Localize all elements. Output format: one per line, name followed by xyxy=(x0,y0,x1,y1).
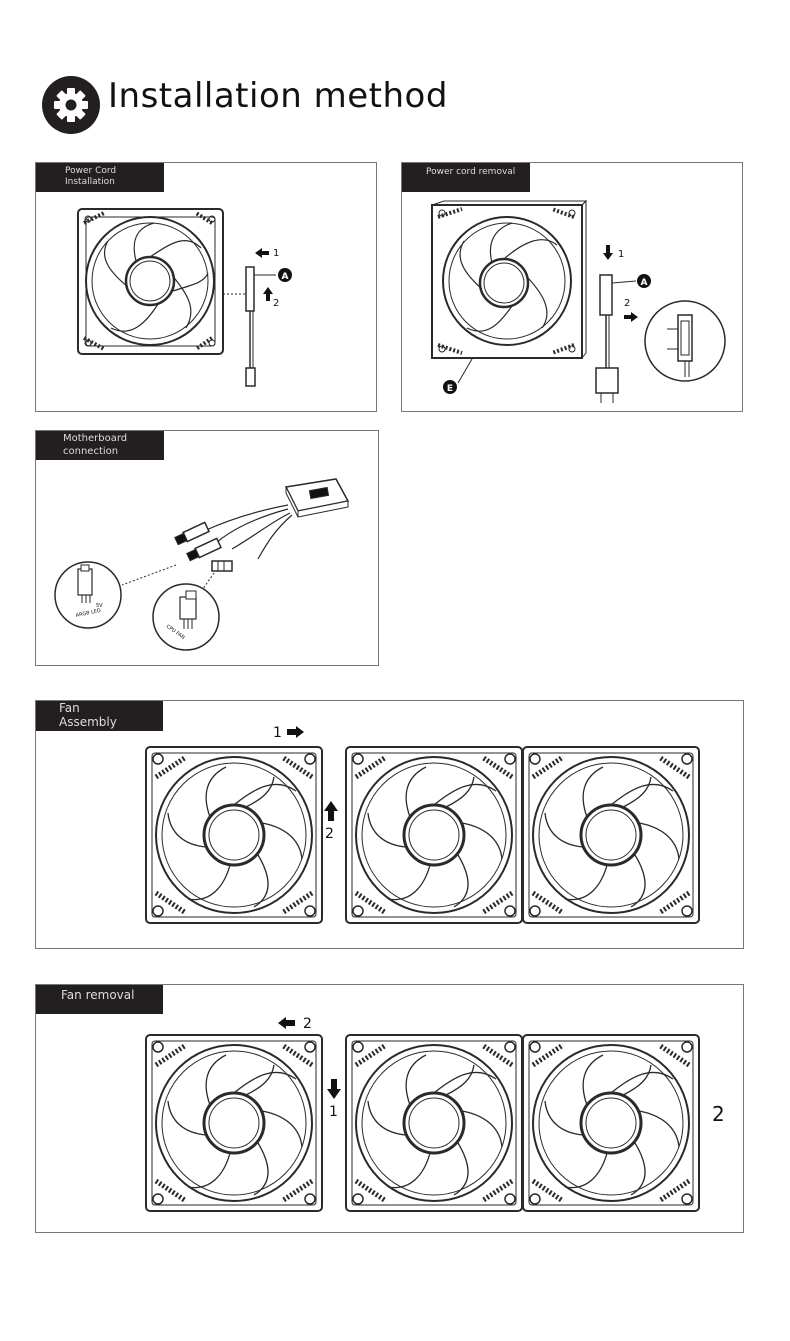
fan-illustration xyxy=(431,199,588,359)
panel-motherboard-connection: Motherboard connection xyxy=(35,430,379,666)
arrow-right-icon xyxy=(287,726,304,738)
connector-detail-zoom xyxy=(644,300,726,382)
panel-label-line1: Power Cord xyxy=(65,166,117,176)
fan-3 xyxy=(523,1035,699,1211)
arrow-down-icon xyxy=(327,1079,341,1099)
callout-a-badge xyxy=(278,268,292,282)
panel-label: Power cord removal xyxy=(402,163,530,192)
step-2-label: 2 xyxy=(303,1016,312,1032)
fan-illustration xyxy=(77,208,224,355)
panel-label: Fan Assembly xyxy=(36,701,163,731)
motherboard-connection-diagram: ARGB LED 5V CPU FAN xyxy=(54,478,350,651)
power-cord-removal-diagram: 1 2 A E xyxy=(431,199,726,403)
arrow-up-icon xyxy=(263,287,273,301)
panel-power-cord-installation: Power Cord Installation xyxy=(35,162,377,412)
pin-label: 5V xyxy=(96,603,103,609)
callout-a-label: A xyxy=(282,272,289,282)
fan-assembly-diagram: 1 2 xyxy=(36,725,745,950)
panel-label-line1: Motherboard xyxy=(63,433,128,444)
step-1-label: 1 xyxy=(273,725,282,741)
cable-bundle xyxy=(203,504,293,560)
fan-2 xyxy=(346,747,522,923)
step-2-label: 2 xyxy=(273,298,279,309)
arrow-right-icon xyxy=(624,312,638,322)
panel-power-cord-removal: Power cord removal 1 xyxy=(401,162,743,412)
fan-removal-diagram: 2 1 2 xyxy=(36,1016,725,1234)
power-connector xyxy=(595,274,637,403)
fan-1 xyxy=(146,1035,322,1211)
side-number-label: 2 xyxy=(712,1102,725,1126)
panel-label: Motherboard connection xyxy=(36,431,164,460)
argb-header-zoom xyxy=(54,561,122,629)
callout-e-badge xyxy=(443,380,457,394)
callout-e-label: E xyxy=(447,384,453,394)
fan-3 xyxy=(523,747,699,923)
step-2-label: 2 xyxy=(624,298,630,309)
argb-connectors xyxy=(174,521,222,562)
panel-fan-removal: Fan removal 2 1 2 xyxy=(35,984,744,1233)
arrow-up-icon xyxy=(324,801,338,821)
leader-fan xyxy=(195,572,215,600)
page-title: Installation method xyxy=(108,76,448,116)
arrow-left-icon xyxy=(278,1017,295,1029)
callout-a-badge xyxy=(637,274,651,288)
argb-label: ARGB LED xyxy=(75,608,101,619)
step-1-label: 1 xyxy=(618,249,624,260)
arrow-left-icon xyxy=(255,248,269,258)
power-connector xyxy=(223,266,276,387)
gear-icon xyxy=(42,76,100,134)
leader-argb xyxy=(121,564,177,586)
cpu-fan-header-zoom xyxy=(152,583,220,651)
panel-label: Power Cord Installation xyxy=(36,163,164,192)
callout-e-leader xyxy=(457,358,473,384)
fan-2 xyxy=(346,1035,522,1211)
callout-a-label: A xyxy=(641,278,648,288)
controller-hub xyxy=(284,478,350,518)
panel-label-line1: Fan xyxy=(59,701,80,715)
step-2-label: 2 xyxy=(325,826,334,842)
panel-fan-assembly: Fan Assembly xyxy=(35,700,744,949)
fan-connector xyxy=(211,560,233,572)
panel-label-line2: Assembly xyxy=(59,715,117,730)
step-1-label: 1 xyxy=(273,248,279,259)
panel-label: Fan removal xyxy=(36,985,163,1014)
fan-1 xyxy=(146,747,322,923)
arrow-down-icon xyxy=(603,245,613,260)
step-1-label: 1 xyxy=(329,1104,338,1120)
power-cord-installation-diagram: 1 2 A xyxy=(77,208,292,387)
panel-label-line2: connection xyxy=(63,445,119,457)
panel-label-line2: Installation xyxy=(65,177,115,188)
